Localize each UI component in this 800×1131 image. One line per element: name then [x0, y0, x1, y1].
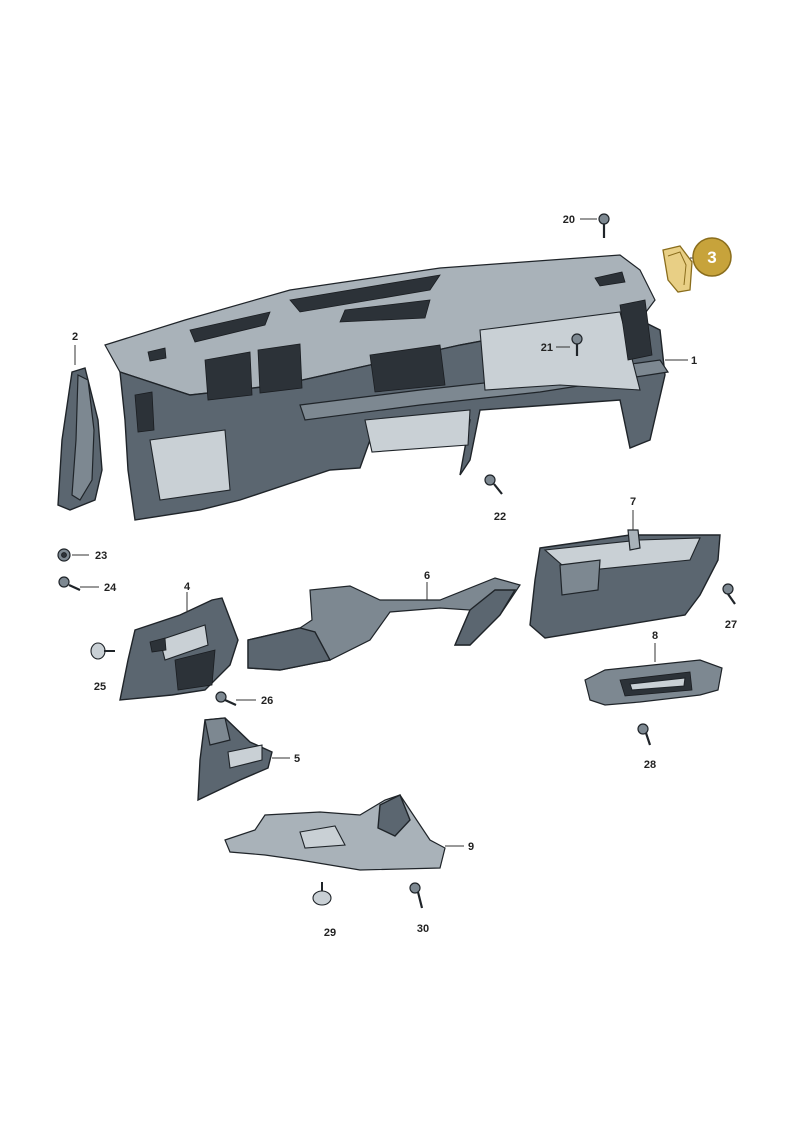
- callout-1[interactable]: 1: [691, 355, 697, 367]
- callout-29[interactable]: 29: [324, 927, 336, 939]
- callout-8[interactable]: 8: [652, 630, 658, 642]
- part-2-side-trim[interactable]: [57, 367, 103, 511]
- callout-labels: 1 2 4 5 6 7 8 9 20 21 22 23 24 25 26 27 …: [72, 214, 737, 939]
- screw-21-icon[interactable]: [571, 333, 583, 356]
- screw-28-icon[interactable]: [637, 723, 652, 746]
- screw-30-icon[interactable]: [409, 882, 424, 909]
- part-7-glove-box[interactable]: [529, 529, 721, 639]
- callout-20[interactable]: 20: [563, 214, 575, 226]
- part-6-center-trim[interactable]: [247, 577, 521, 671]
- clip-25-icon[interactable]: [90, 642, 115, 660]
- callout-23[interactable]: 23: [95, 550, 107, 562]
- callout-7[interactable]: 7: [630, 496, 636, 508]
- callout-2[interactable]: 2: [72, 331, 78, 343]
- callout-26[interactable]: 26: [261, 695, 273, 707]
- part-3-end-cap[interactable]: [662, 245, 693, 293]
- callout-30[interactable]: 30: [417, 923, 429, 935]
- callout-25[interactable]: 25: [94, 681, 106, 693]
- callout-9[interactable]: 9: [468, 841, 474, 853]
- callout-6[interactable]: 6: [424, 570, 430, 582]
- part-5-storage-tray[interactable]: [197, 717, 273, 802]
- callout-22[interactable]: 22: [494, 511, 506, 523]
- callout-4[interactable]: 4: [184, 581, 191, 593]
- screw-22-icon[interactable]: [484, 474, 503, 495]
- highlight-label: 3: [707, 248, 716, 267]
- highlight-badge: [692, 237, 732, 277]
- part-4-knee-panel[interactable]: [119, 597, 239, 701]
- leader-lines: [72, 218, 700, 847]
- callout-5[interactable]: 5: [294, 753, 300, 765]
- callout-27[interactable]: 27: [725, 619, 737, 631]
- callout-24[interactable]: 24: [104, 582, 117, 594]
- screw-20-icon[interactable]: [598, 213, 610, 238]
- callout-21[interactable]: 21: [541, 342, 553, 354]
- clip-29-icon[interactable]: [312, 882, 332, 906]
- nut-23-icon[interactable]: [57, 548, 71, 562]
- callout-28[interactable]: 28: [644, 759, 656, 771]
- screw-27-icon[interactable]: [722, 583, 736, 605]
- highlight-callout-3[interactable]: 3: [692, 237, 732, 277]
- screw-26-icon[interactable]: [215, 691, 237, 707]
- screw-24-icon[interactable]: [58, 576, 81, 592]
- part-1-dashboard-carrier[interactable]: [104, 254, 670, 521]
- part-8-bracket[interactable]: [584, 659, 723, 706]
- part-9-lower-cover[interactable]: [224, 794, 446, 871]
